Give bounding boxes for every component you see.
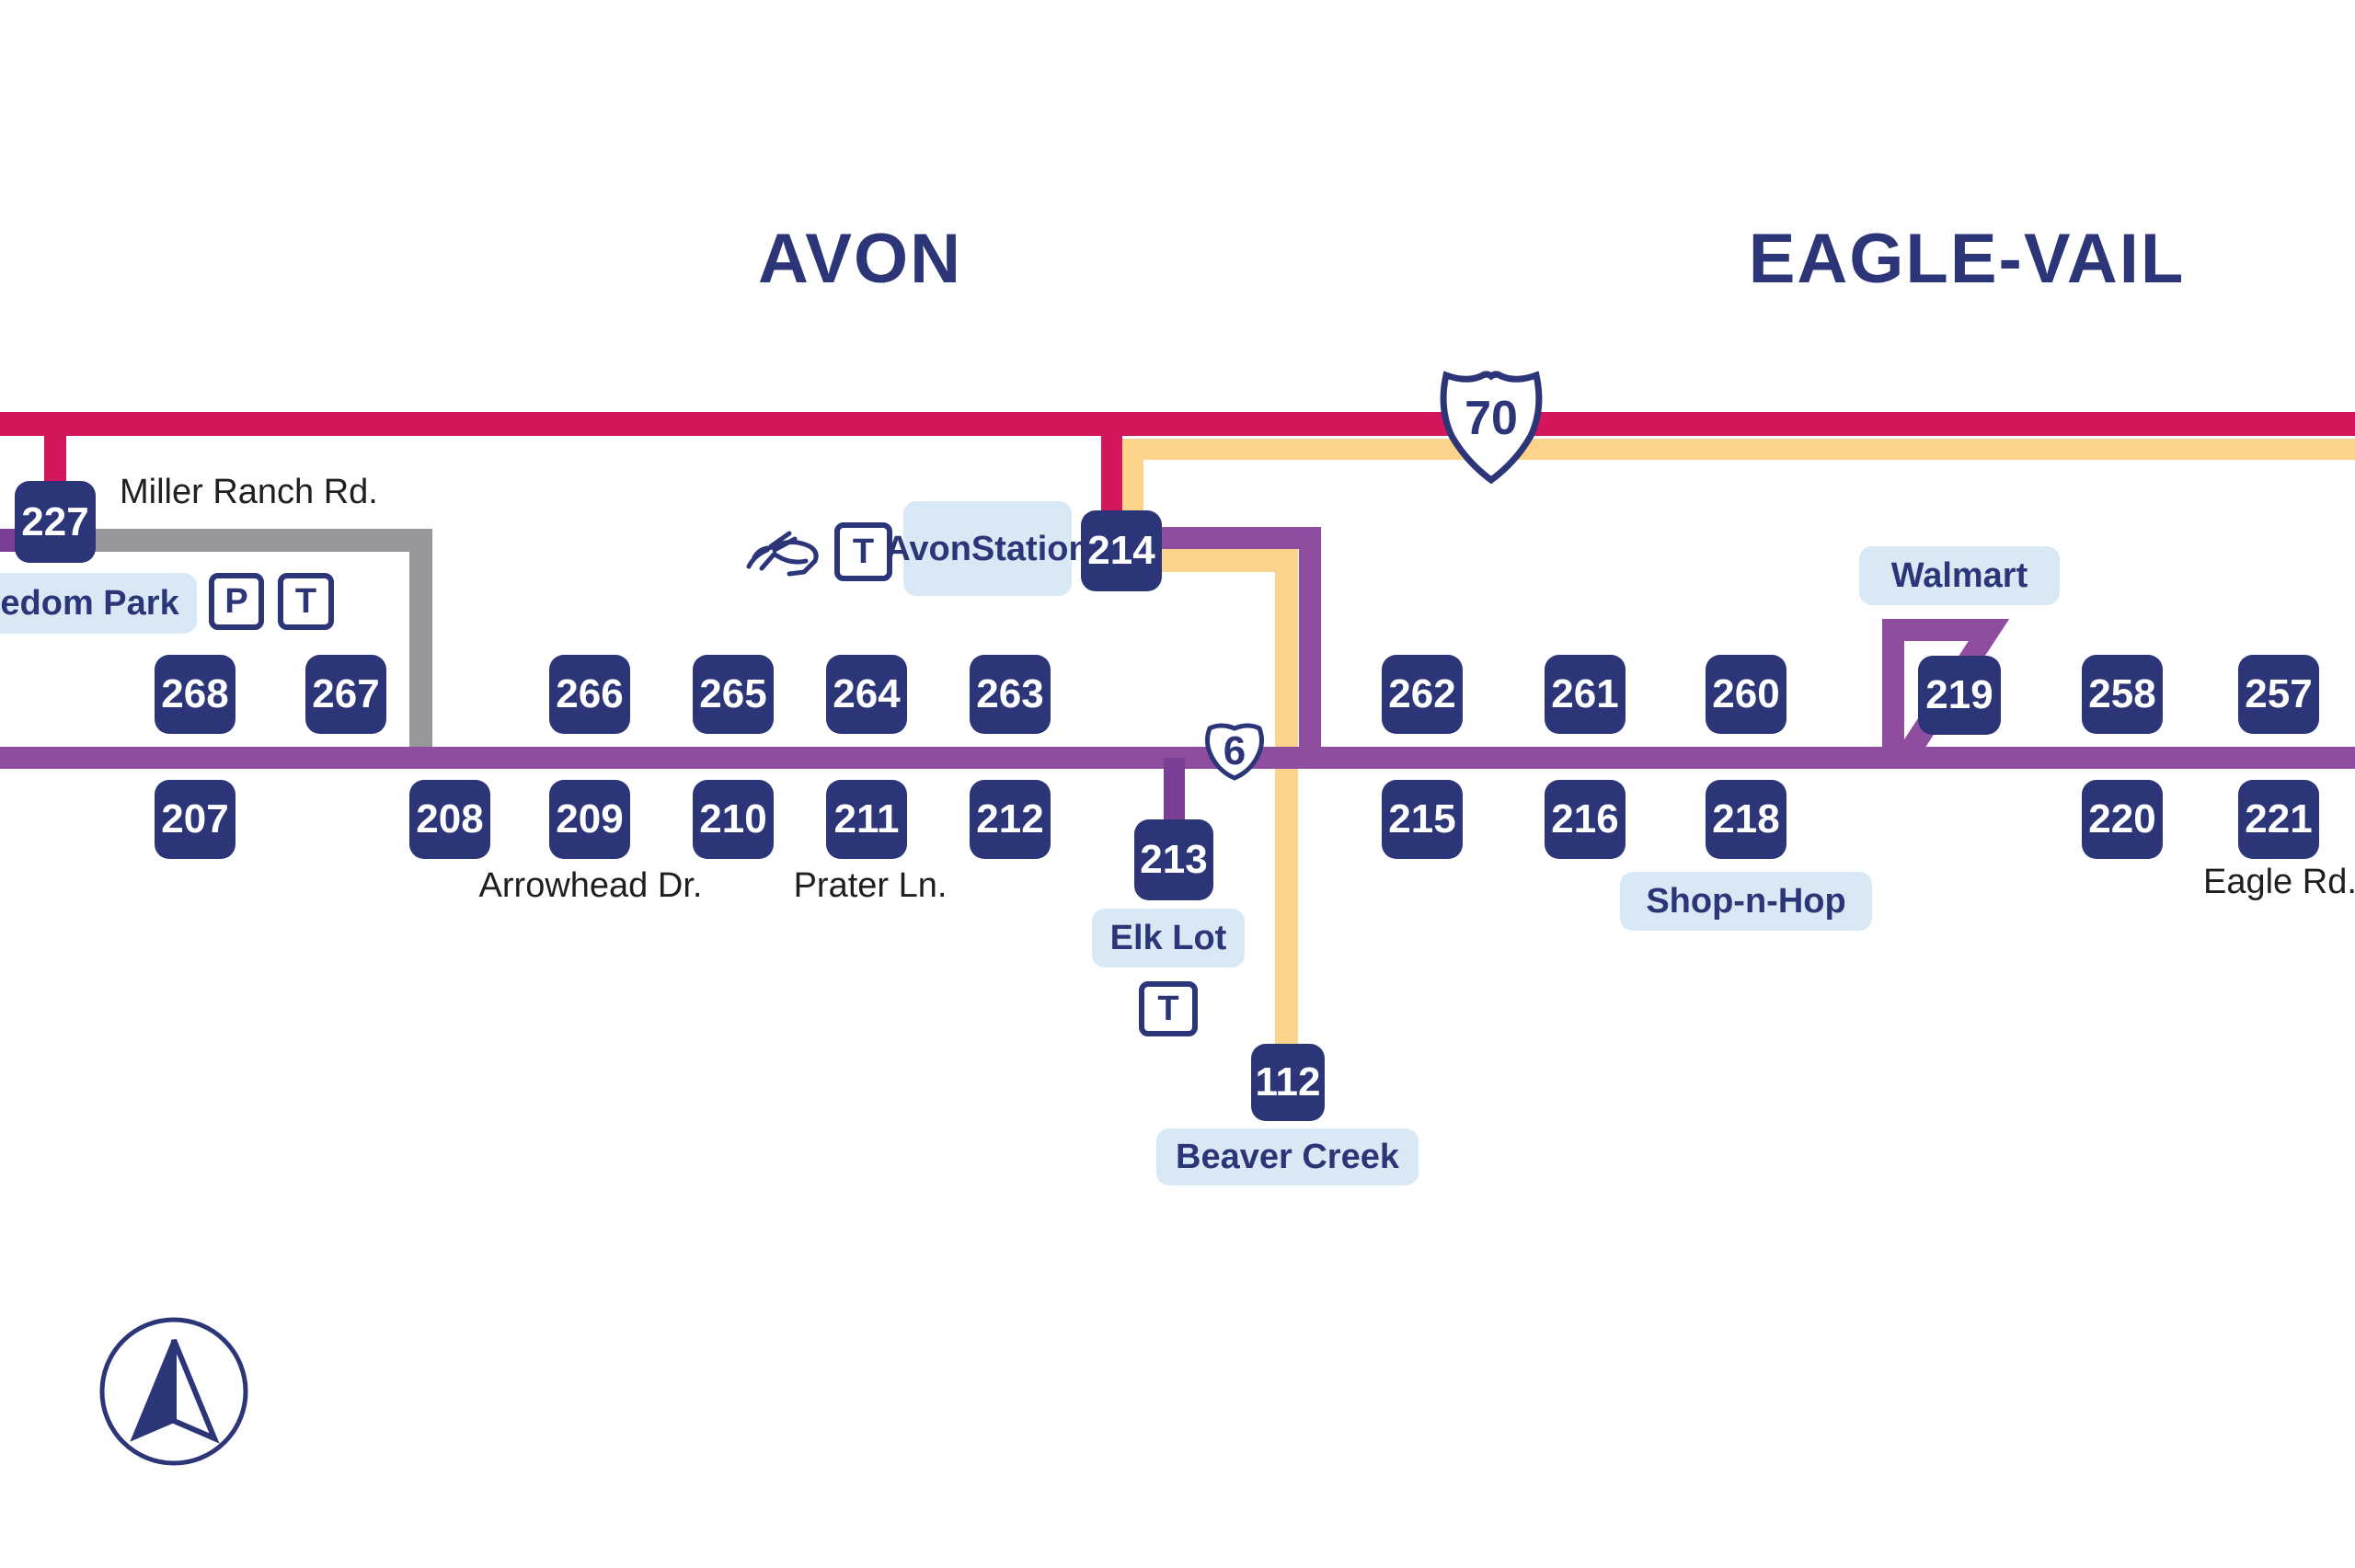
stop-badge-266: 266 [549,655,630,734]
place-label-shop-n-hop: Shop-n-Hop [1620,872,1872,931]
stop-badge-211: 211 [826,780,907,859]
stop-badge-213: 213 [1134,819,1213,900]
yellow-route-beaver-creek [1162,549,1298,1048]
stop-badge-268: 268 [155,655,236,734]
street-label-eagle-rd: Eagle Rd. [2203,863,2355,901]
transit-stop-icon-1: T [278,573,334,630]
stop-badge-207: 207 [155,780,236,859]
stop-badge-221: 221 [2238,780,2319,859]
stop-badge-260: 260 [1706,655,1786,734]
stop-badge-215: 215 [1382,780,1463,859]
parking-icon-0: P [209,573,264,630]
stop-badge-210: 210 [693,780,774,859]
stop-badge-265: 265 [693,655,774,734]
interstate-70-number: 70 [1465,392,1518,445]
place-label-freedom-park: Freedom Park [0,573,197,634]
stop-badge-257: 257 [2238,655,2319,734]
stop-badge-263: 263 [970,655,1051,734]
yellow-route-top [1122,439,2355,515]
stop-badge-220: 220 [2082,780,2163,859]
purple-route-214-connector [1162,527,1321,758]
stop-badge-262: 262 [1382,655,1463,734]
stop-badge-212: 212 [970,780,1051,859]
stop-badge-214: 214 [1081,510,1162,591]
stop-badge-227: 227 [15,481,96,563]
street-label-prater-ln: Prater Ln. [793,866,948,905]
place-label-walmart: Walmart [1859,546,2060,605]
pink-route-main [0,412,2355,436]
stop-badge-216: 216 [1545,780,1626,859]
area-title-avon: AVON [758,220,962,298]
stop-badge-209: 209 [549,780,630,859]
transit-stop-icon-3: T [1139,981,1198,1036]
stop-badge-261: 261 [1545,655,1626,734]
stop-badge-219: 219 [1918,656,2001,735]
jackrabbit-icon [746,531,819,577]
place-label-elk-lot: Elk Lot [1092,909,1245,967]
stop-badge-208: 208 [409,780,490,859]
stop-badge-112: 112 [1251,1044,1325,1121]
street-label-miller-ranch-rd: Miller Ranch Rd. [120,473,378,511]
place-label-beaver-creek: Beaver Creek [1156,1128,1419,1185]
pink-route-drop-214 [1101,432,1122,515]
transit-stop-icon-2: T [834,522,892,581]
stop-badge-258: 258 [2082,655,2163,734]
interstate-70-shield: 70 [1440,371,1543,485]
pink-route-drop-227 [44,432,66,489]
purple-route-elk-lot-stub [1164,758,1185,824]
street-label-arrowhead-dr: Arrowhead Dr. [478,866,703,905]
gray-route-line [87,529,432,752]
stop-badge-267: 267 [305,655,386,734]
stop-badge-264: 264 [826,655,907,734]
us-route-6-number: 6 [1223,728,1246,773]
stop-badge-218: 218 [1706,780,1786,859]
us-route-6-shield: 6 [1205,723,1264,781]
area-title-eagle-vail: EAGLE-VAIL [1748,220,2186,298]
compass-north-icon [99,1317,248,1466]
